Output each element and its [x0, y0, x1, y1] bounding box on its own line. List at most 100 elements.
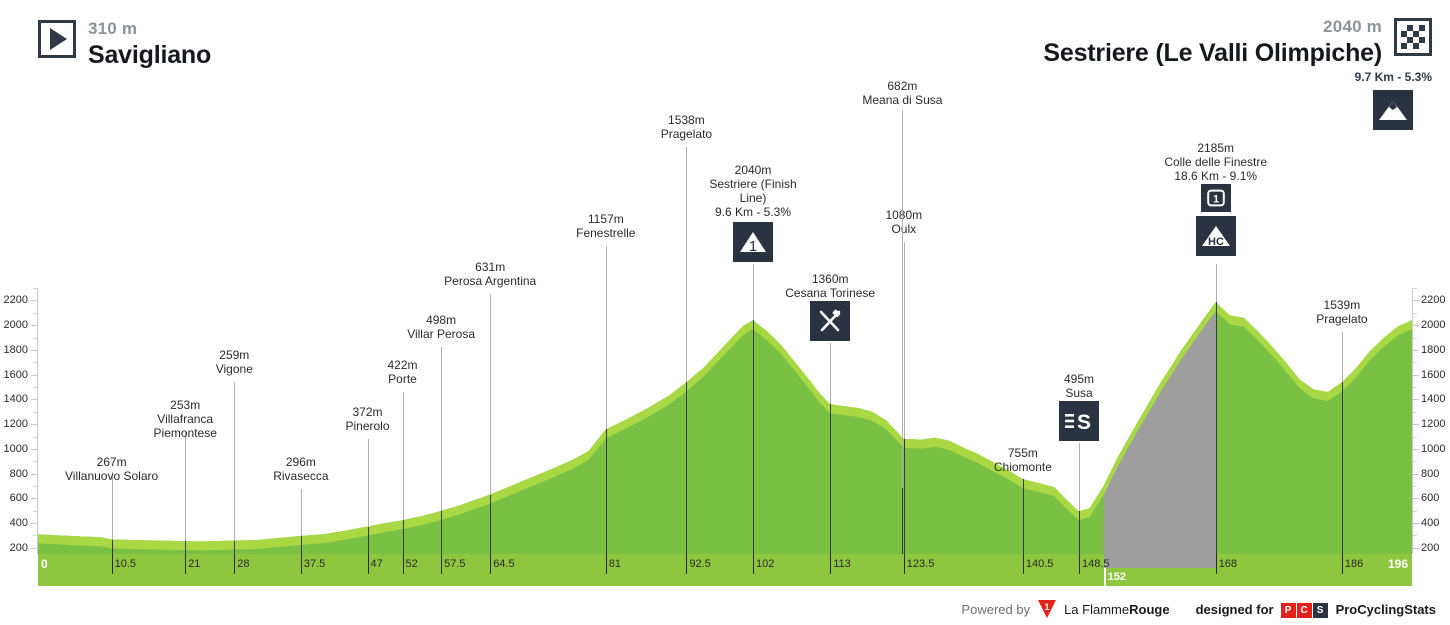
y-tick-minor-left: [33, 312, 37, 314]
y-axis-label-right: 2200: [1421, 294, 1446, 307]
checkered-flag-icon: [1394, 18, 1432, 56]
flamme-rouge-label: La FlammeRouge: [1064, 601, 1170, 617]
x-axis-label: 52: [405, 558, 418, 570]
poi-altitude: 267m: [96, 455, 127, 469]
y-tick-left: [31, 448, 37, 450]
y-axis-label-right: 1200: [1421, 418, 1446, 431]
x-axis-label: 37.5: [303, 558, 326, 570]
y-tick-right: [1413, 300, 1419, 302]
poi-surface-stub: [902, 488, 904, 554]
y-tick-minor-left: [33, 436, 37, 438]
x-axis-label: 0: [41, 557, 48, 571]
finish-name: Sestriere (Le Valli Olimpiche): [1043, 39, 1382, 67]
x-axis-label: 196: [1387, 557, 1408, 571]
gravel-sector-1-icon: 1: [1200, 184, 1231, 212]
y-axis-label-right: 1600: [1421, 368, 1446, 381]
poi-name: Susa: [1065, 386, 1093, 400]
y-axis-label-left: 1000: [3, 442, 28, 455]
y-axis-label-right: 1800: [1421, 343, 1446, 356]
mountain-hc-icon: HC: [1195, 216, 1236, 256]
poi-name: Villar Perosa: [407, 327, 475, 341]
y-tick-right: [1413, 448, 1419, 450]
poi-altitude: 2185m: [1197, 141, 1235, 155]
start-name: Savigliano: [88, 41, 212, 69]
poi-altitude: 1157m: [587, 212, 624, 226]
poi-name: Villafranca: [157, 412, 214, 426]
poi-name: Colle delle Finestre: [1164, 155, 1268, 169]
poi-name: Pinerolo: [345, 419, 390, 433]
x-axis-label: 47: [370, 558, 383, 570]
x-axis-label: 102: [756, 558, 775, 570]
x-axis-label: 57.5: [444, 558, 466, 570]
poi-name: Fenestrelle: [576, 226, 636, 240]
y-tick-minor-left: [33, 510, 37, 512]
y-tick-minor-right: [1413, 312, 1417, 314]
finish-climb-info: 9.7 Km - 5.3%: [1355, 70, 1432, 130]
x-tick: [830, 554, 832, 574]
poi-leader-line: [185, 432, 187, 554]
svg-text:1: 1: [1045, 602, 1050, 612]
x-axis-label-secondary: 152: [1107, 571, 1126, 583]
y-tick-minor-right: [1413, 362, 1417, 364]
y-axis-label-right: 2000: [1421, 319, 1446, 332]
poi-altitude: 296m: [285, 455, 316, 469]
poi-name: Meana di Susa: [862, 93, 943, 107]
x-axis-label: 140.5: [1025, 558, 1054, 570]
y-axis-label-right: 1400: [1421, 393, 1446, 406]
y-tick-minor-right: [1413, 411, 1417, 413]
y-tick-minor-right: [1413, 337, 1417, 339]
poi-surface-stub: [234, 540, 236, 554]
powered-by-group: Powered by 1 La FlammeRouge: [961, 599, 1170, 619]
x-tick: [300, 554, 302, 574]
poi-climb-info: 18.6 Km - 9.1%: [1174, 169, 1258, 183]
poi-name: Cesana Torinese: [785, 286, 876, 300]
y-tick-left: [31, 547, 37, 549]
poi-surface-stub: [1079, 511, 1080, 554]
y-tick-right: [1413, 424, 1419, 426]
y-axis-label-left: 1400: [3, 393, 28, 406]
poi-altitude: 422m: [387, 358, 418, 372]
poi-name: Villanuovo Solaro: [65, 469, 159, 483]
y-axis-label-left: 2000: [3, 319, 28, 332]
play-icon: [38, 20, 76, 58]
poi-leader-line: [441, 347, 443, 554]
x-axis-label: 186: [1344, 558, 1364, 570]
poi-leader-line: [605, 246, 607, 554]
poi-altitude: 682m: [887, 79, 918, 93]
poi-surface-stub: [490, 494, 492, 554]
poi-name: Chiomonte: [993, 460, 1052, 474]
y-axis-label-left: 400: [9, 517, 28, 530]
poi-name: Porte: [388, 372, 417, 386]
fork-knife-icon: [810, 301, 851, 341]
y-tick-minor-left: [33, 461, 37, 463]
y-tick-left: [31, 399, 37, 401]
x-axis-label: 10.5: [114, 558, 137, 570]
designed-for-label: designed for: [1195, 601, 1274, 617]
y-axis-label-left: 1600: [3, 368, 28, 381]
y-tick-minor-left: [33, 411, 37, 413]
y-tick-left: [31, 473, 37, 475]
poi-leader-line: [300, 489, 302, 554]
poi-leader-line: [1079, 443, 1080, 554]
poi-altitude: 1360m: [811, 272, 849, 286]
poi-surface-stub: [402, 520, 404, 554]
y-tick-left: [31, 325, 37, 327]
y-tick-minor-right: [1413, 486, 1417, 487]
x-tick: [605, 554, 607, 574]
x-tick: [402, 554, 404, 574]
x-tick: [234, 554, 236, 574]
y-tick-right: [1413, 498, 1419, 500]
y-tick-right: [1413, 325, 1419, 327]
start-location: 310 m Savigliano: [38, 20, 211, 68]
poi-name: Pragelato: [660, 127, 713, 141]
x-tick: [1079, 554, 1080, 574]
poi-name: Oulx: [891, 222, 917, 236]
y-axis-right: [1412, 288, 1413, 554]
